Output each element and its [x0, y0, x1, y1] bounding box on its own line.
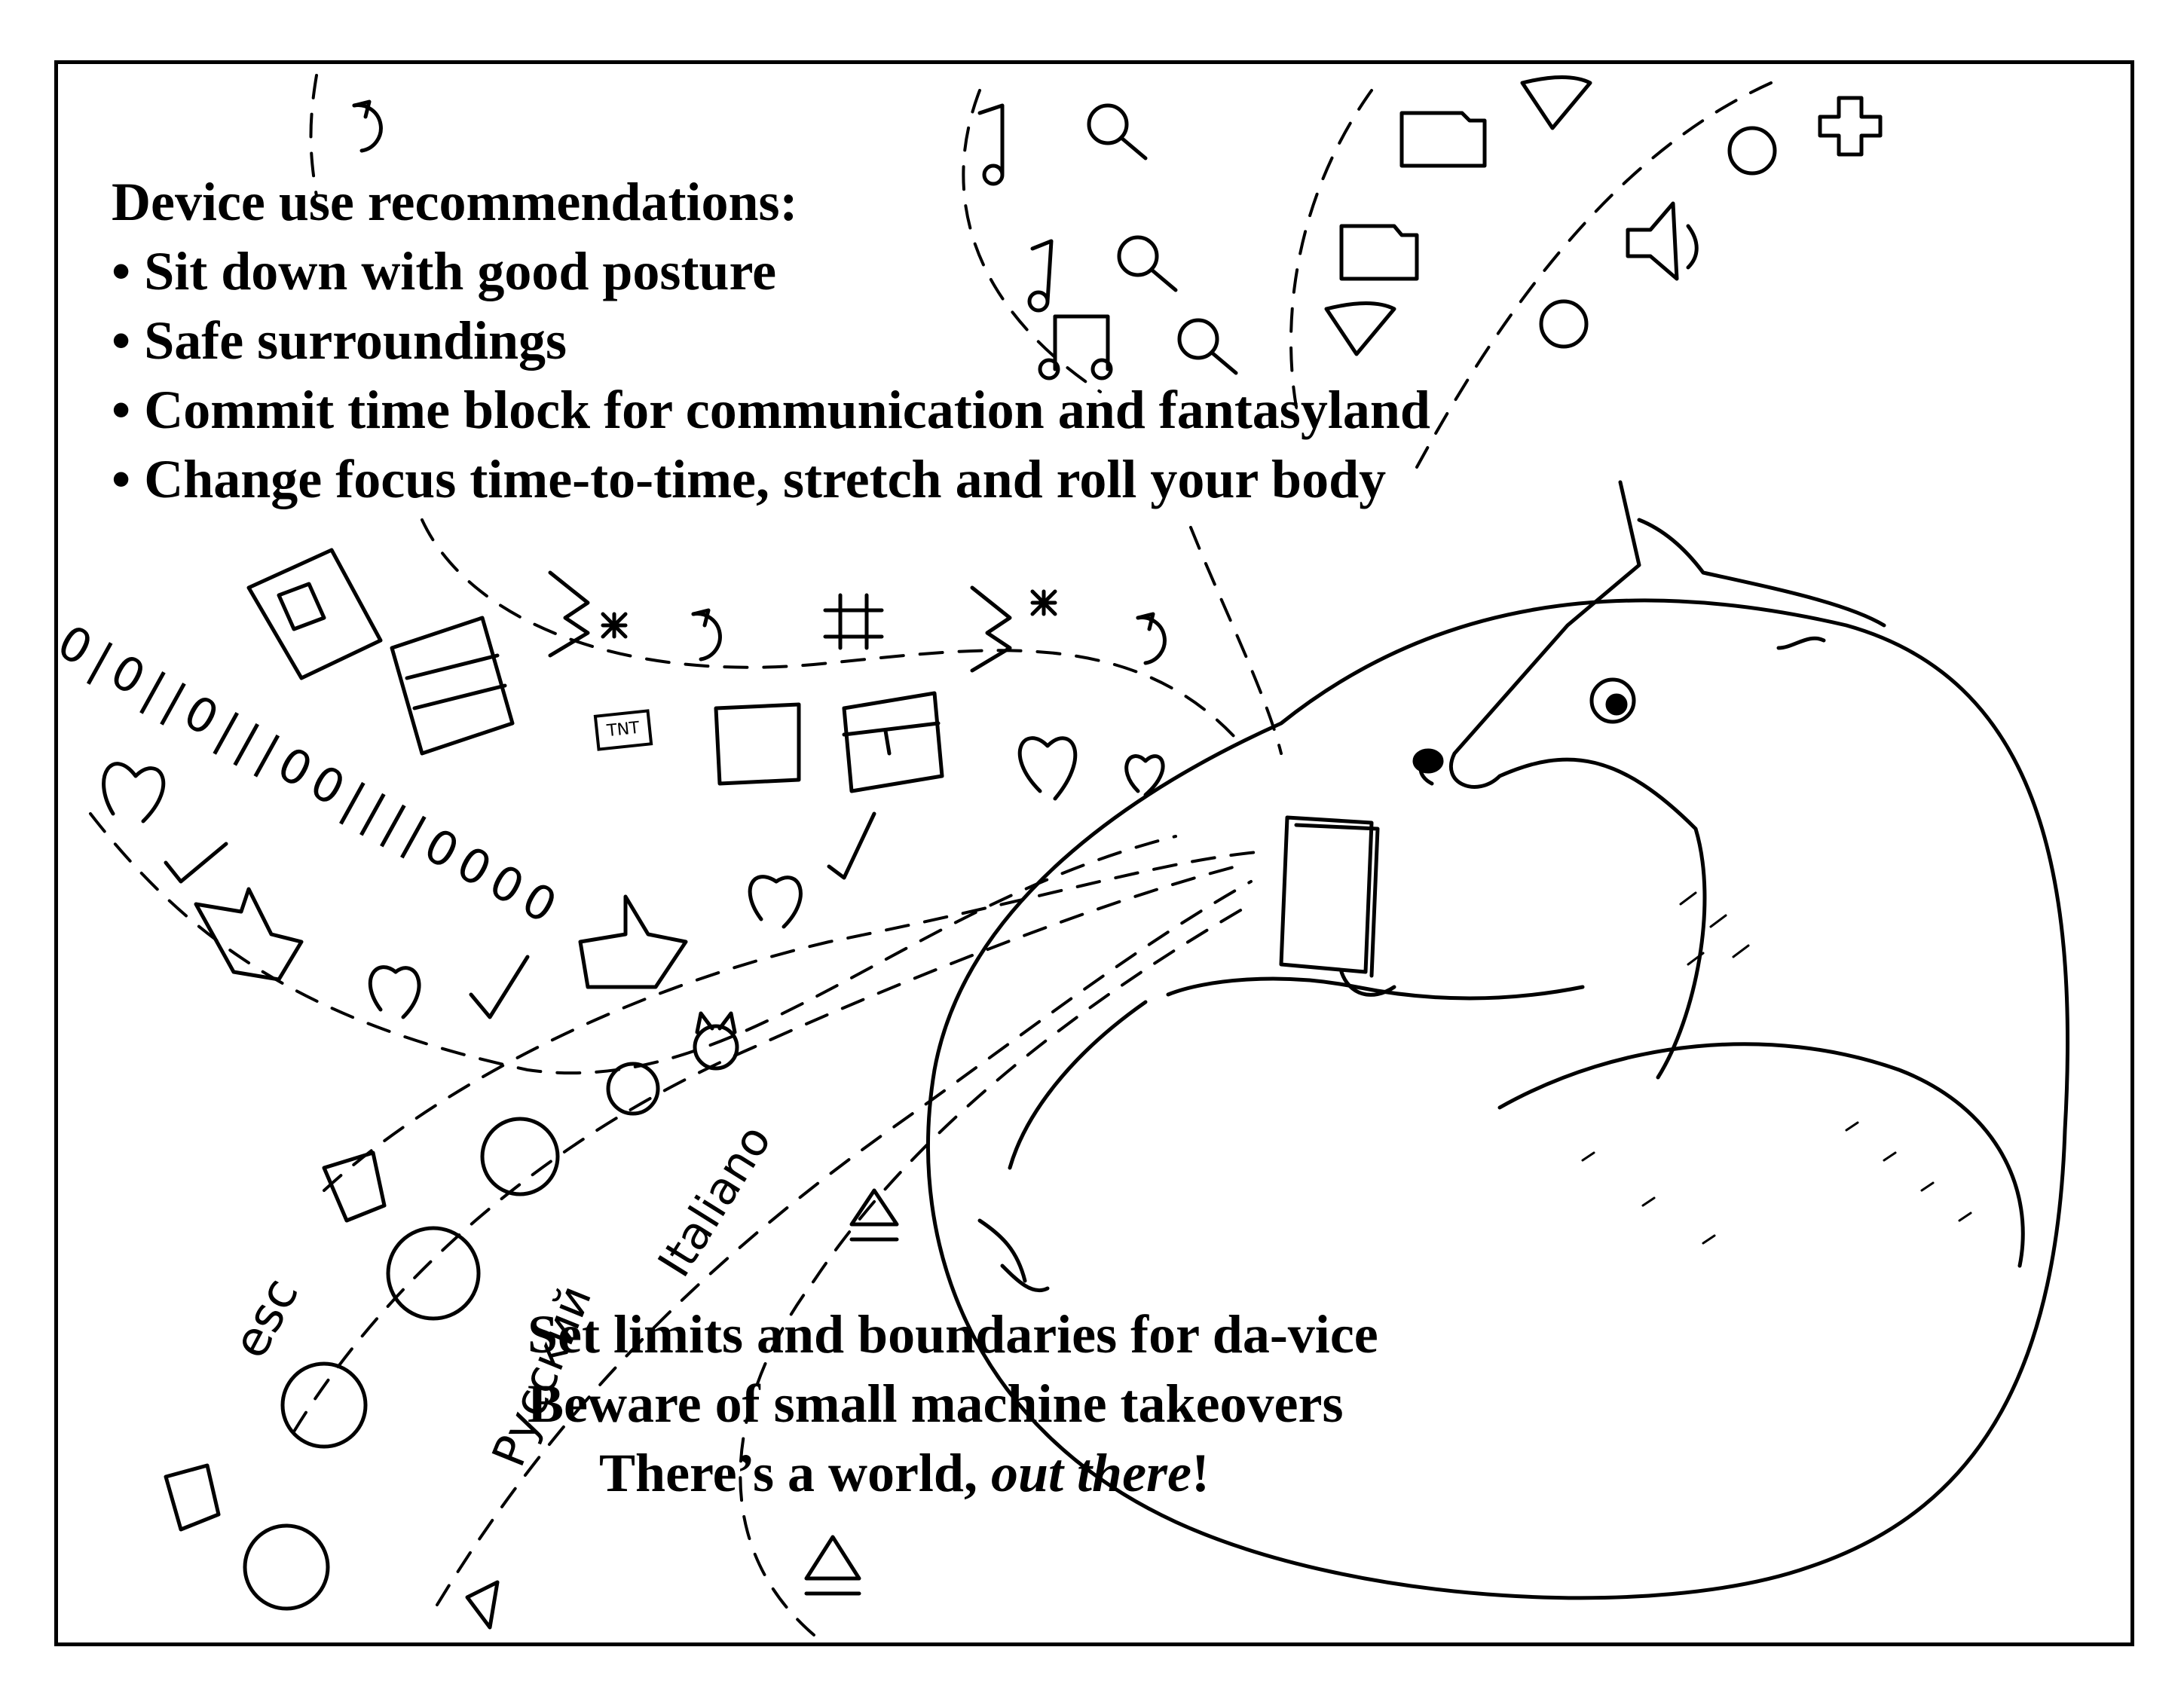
- closing-line: Beware of small machine takeovers: [528, 1374, 1344, 1434]
- closing-line-start: There’s a world,: [599, 1443, 991, 1503]
- border-frame: [54, 60, 2134, 1646]
- bluetooth-icon: [970, 585, 1012, 673]
- music-note-icon: [1038, 314, 1113, 380]
- cat-emoji-icon: [693, 1011, 739, 1071]
- search-icon: [1087, 103, 1148, 160]
- refresh-icon: [691, 608, 722, 662]
- recommendation-item: • Sit down with good posture: [112, 241, 777, 301]
- close-tab-icon: [164, 1150, 387, 1532]
- heart-icon: [1124, 754, 1165, 797]
- phone-device: [1279, 815, 1396, 997]
- smiley-icon: [243, 1226, 481, 1611]
- recommendation-item: • Commit time block for communication an…: [112, 380, 1430, 440]
- help-icon: [1539, 299, 1589, 349]
- map-icon: [714, 702, 801, 786]
- checkmark-icon: [469, 955, 530, 1019]
- eject-icon: [804, 1188, 899, 1596]
- speaker-icon: [1626, 201, 1699, 281]
- folder-icon: [1339, 224, 1419, 281]
- wifi-icon: [1324, 301, 1396, 356]
- closing-line-end: !: [1191, 1443, 1210, 1503]
- fox-figure: [977, 480, 1886, 1293]
- wifi-icon: [1520, 75, 1592, 130]
- music-note-icon: [1027, 239, 1054, 313]
- checkmark-icon: [164, 842, 228, 884]
- heart-icon: [1017, 736, 1078, 801]
- hill-outline: [925, 598, 2069, 1600]
- search-icon: [1117, 235, 1178, 292]
- plus-cross-icon: [1818, 96, 1883, 157]
- recommendations-title: Device use recommendations:: [112, 172, 798, 232]
- smiley-icon: [480, 1062, 660, 1196]
- bandage-icon: [390, 616, 515, 756]
- thumbs-up-icon: [194, 887, 304, 982]
- recommendation-item: • Change focus time-to-time, stretch and…: [112, 449, 1387, 509]
- heart-icon: [748, 875, 803, 929]
- fur-hatching: [1581, 891, 1972, 1245]
- fork-icon: [465, 1580, 500, 1630]
- heart-icon: [102, 762, 166, 824]
- help-icon: [1727, 126, 1777, 176]
- checkmark-icon: [827, 811, 876, 880]
- folder-icon: [1399, 111, 1487, 168]
- sparkle-icon: [601, 589, 1057, 639]
- tnt-block-icon: TNT: [593, 709, 653, 751]
- command-key-icon: [823, 593, 884, 650]
- search-icon: [1177, 318, 1238, 375]
- recommendation-item: • Safe surroundings: [112, 310, 567, 371]
- closing-line-final: There’s a world, out there!: [528, 1438, 1281, 1508]
- chest-icon: [842, 691, 944, 793]
- closing-line-emphasis: out there: [990, 1443, 1191, 1503]
- refresh-icon: [352, 99, 383, 153]
- bluetooth-icon: [548, 570, 590, 658]
- thumbs-up-icon: [578, 894, 688, 989]
- music-note-icon: [977, 103, 1005, 186]
- dashed-streams: [89, 74, 1773, 1636]
- refresh-icon: [1136, 612, 1167, 665]
- map-icon: [246, 548, 383, 680]
- heart-icon: [368, 965, 421, 1019]
- closing-line: Set limits and boundaries for da-vice: [528, 1304, 1378, 1364]
